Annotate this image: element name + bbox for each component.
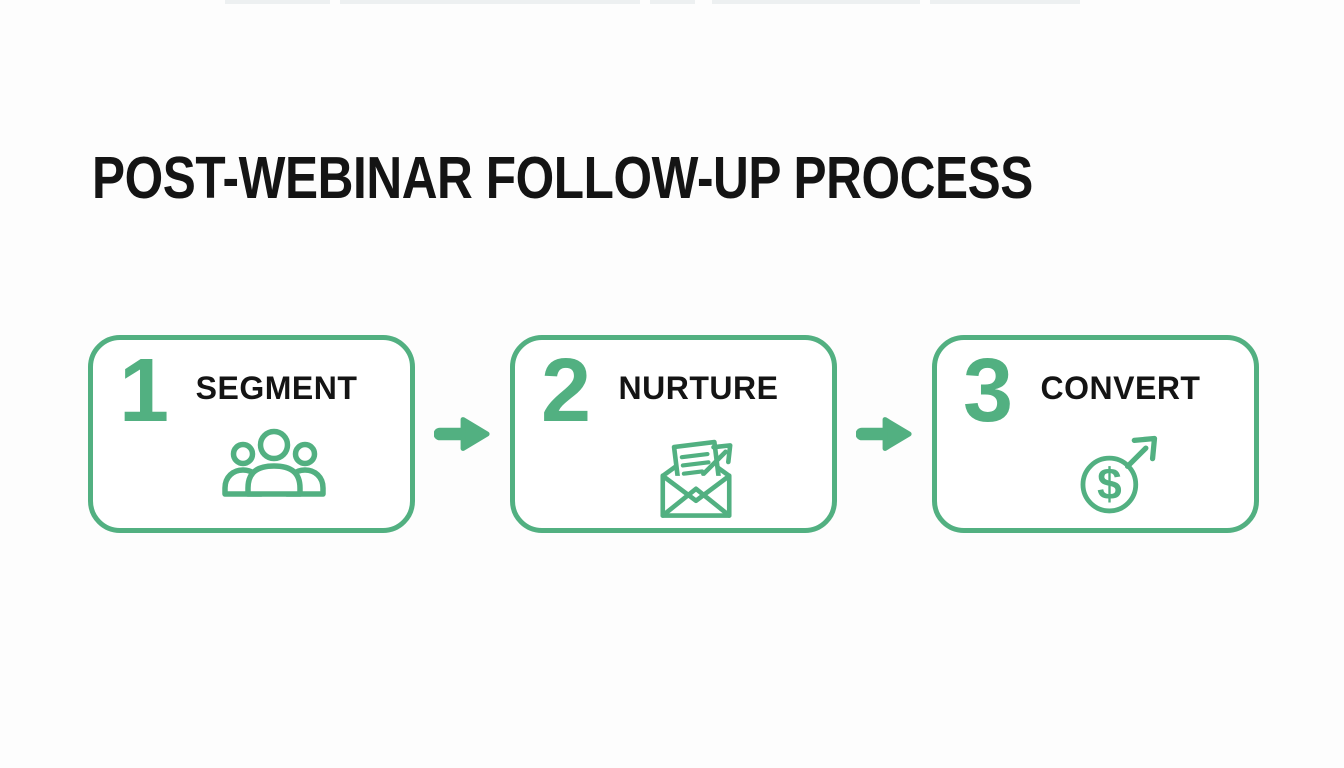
step-icon-area [541, 426, 812, 522]
flow-connector [415, 412, 510, 456]
flow-connector [837, 412, 932, 456]
step-label: SEGMENT [195, 370, 358, 406]
page-title: POST-WEBINAR FOLLOW-UP PROCESS [92, 145, 1033, 211]
dollar-growth-icon: $ [1080, 435, 1157, 514]
process-flow: 1 SEGMENT [88, 335, 1259, 533]
audience-group-icon [221, 428, 326, 497]
arrow-right-icon [855, 417, 912, 451]
step-header: 2 NURTURE [541, 341, 812, 441]
step-card-segment: 1 SEGMENT [88, 335, 415, 533]
step-label: CONVERT [1040, 370, 1201, 406]
step-header: 3 CONVERT [963, 341, 1234, 441]
step-number: 1 [119, 341, 169, 441]
step-icon-area [119, 426, 390, 506]
arrow-right-icon [433, 417, 490, 451]
step-label: NURTURE [618, 370, 779, 406]
step-number: 2 [541, 341, 591, 441]
step-number: 3 [963, 341, 1013, 441]
step-card-convert: 3 CONVERT $ [932, 335, 1259, 533]
step-card-nurture: 2 NURTURE [510, 335, 837, 533]
step-icon-area: $ [963, 426, 1234, 522]
email-outreach-icon [659, 439, 732, 518]
step-header: 1 SEGMENT [119, 341, 390, 441]
svg-text:$: $ [1097, 460, 1122, 509]
